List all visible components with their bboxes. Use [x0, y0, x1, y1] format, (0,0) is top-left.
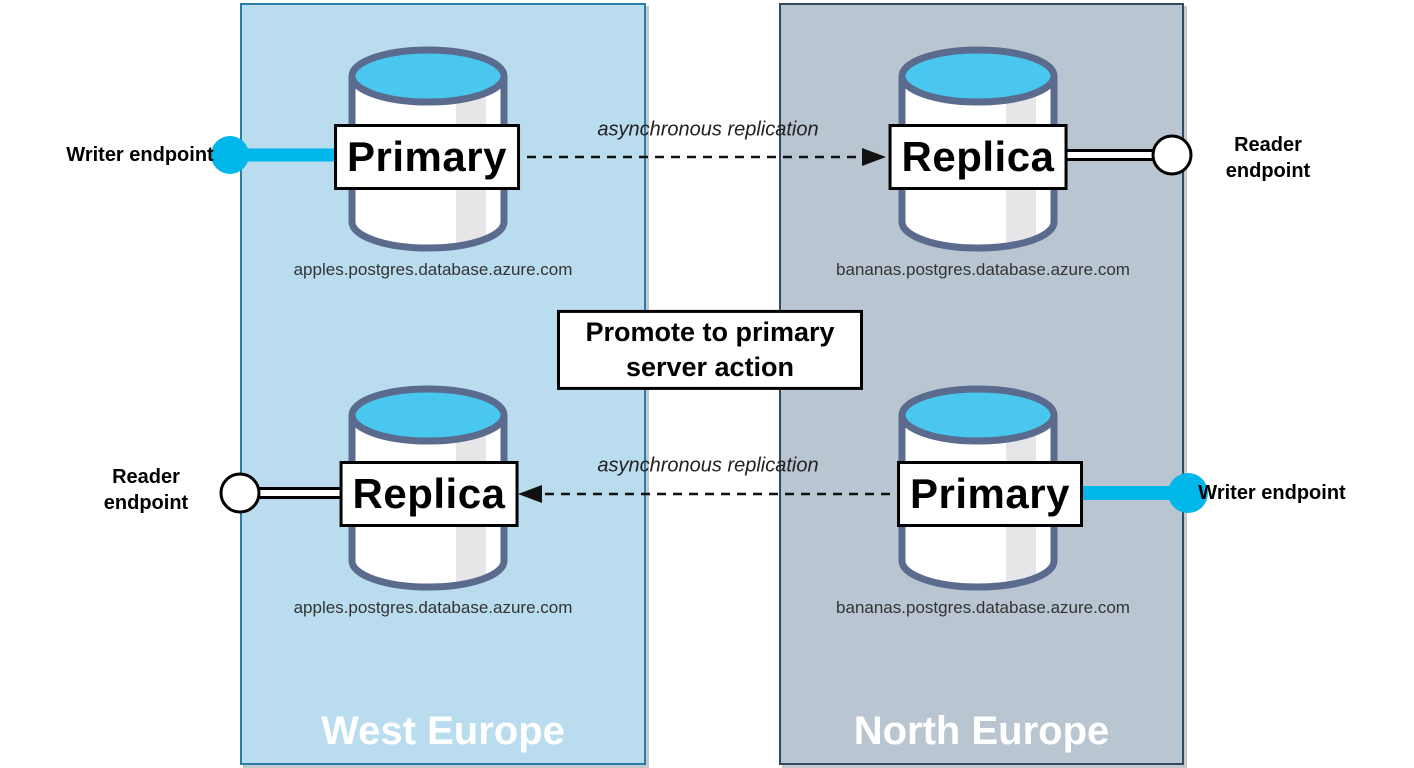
async-replication-label-top: asynchronous replication	[597, 118, 819, 141]
writer-endpoint-connector-top	[211, 136, 334, 174]
replication-arrow-top	[527, 148, 886, 166]
writer-endpoint-dot-icon	[211, 136, 249, 174]
writer-endpoint-label-top-left: Writer endpoint	[66, 144, 214, 166]
writer-endpoint-label-bottom-right: Writer endpoint	[1198, 482, 1346, 504]
promote-action-box: Promote to primary server action	[557, 309, 863, 391]
arrowhead-right-icon	[862, 148, 886, 166]
region-west-label: West Europe	[321, 709, 565, 753]
reader-endpoint-dot-icon	[1151, 134, 1193, 176]
reader-endpoint-dot-icon	[219, 472, 261, 514]
reader-endpoint-label-top-right: Reader endpoint	[1225, 134, 1311, 182]
reader-endpoint-connector-top	[1062, 134, 1193, 176]
host-label-bottom-right: bananas.postgres.database.azure.com	[836, 598, 1130, 617]
writer-endpoint-dot-icon	[1168, 473, 1208, 513]
role-box-replica-top-right: Replica	[888, 124, 1068, 190]
role-box-primary-top-left: Primary	[334, 124, 520, 190]
async-replication-label-bottom: asynchronous replication	[597, 454, 819, 477]
arrowhead-left-icon	[518, 485, 542, 503]
writer-endpoint-connector-bottom	[1082, 473, 1208, 513]
reader-endpoint-label-bottom-left: Reader endpoint	[103, 466, 189, 514]
host-label-bottom-left: apples.postgres.database.azure.com	[293, 598, 573, 617]
reader-endpoint-connector-bottom	[219, 472, 346, 514]
role-box-primary-bottom-right: Primary	[897, 461, 1083, 527]
host-label-top-left: apples.postgres.database.azure.com	[293, 260, 573, 279]
role-box-replica-bottom-left: Replica	[339, 461, 519, 527]
region-north-label: North Europe	[853, 709, 1110, 753]
host-label-top-right: bananas.postgres.database.azure.com	[836, 260, 1130, 279]
replication-arrow-bottom	[518, 485, 890, 503]
